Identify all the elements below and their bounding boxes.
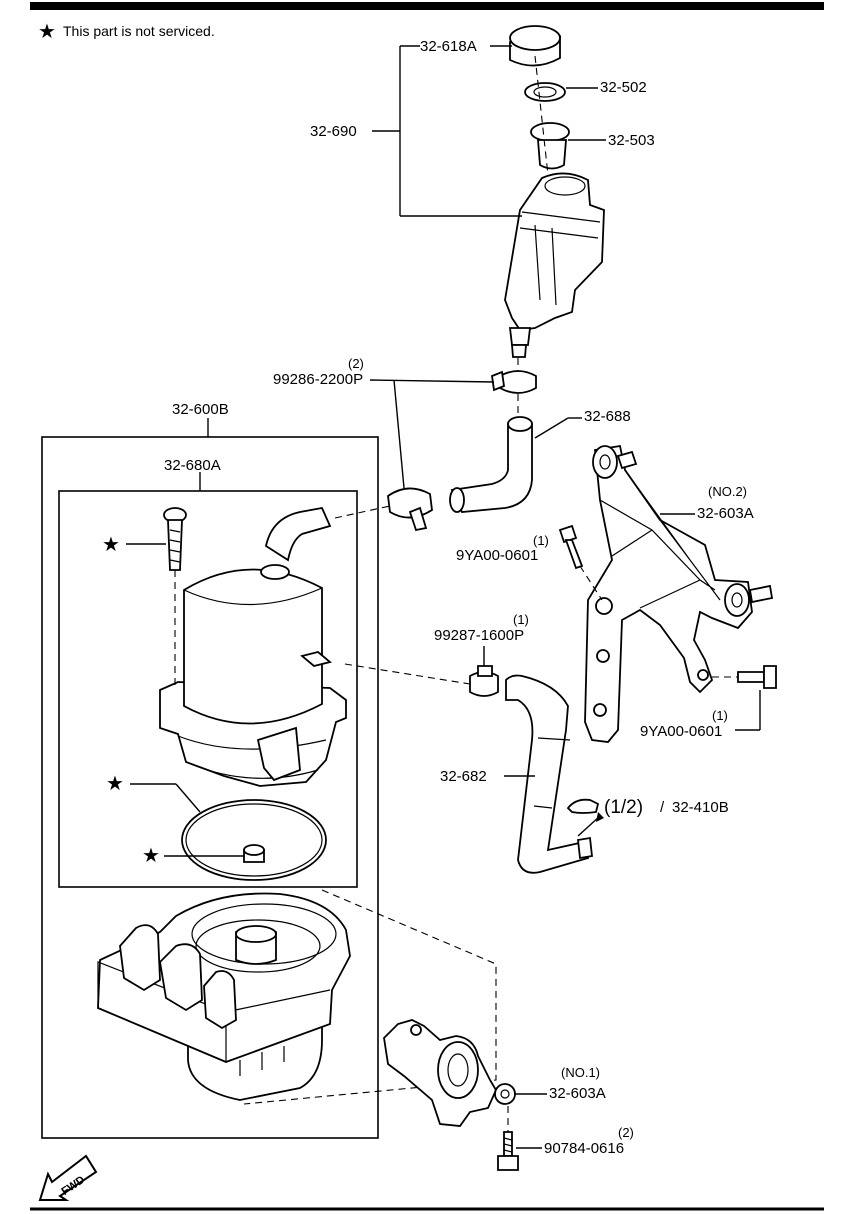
motor-screw[interactable] bbox=[163, 507, 187, 571]
outer-box-32-600B bbox=[41, 436, 379, 1139]
note-text: This part is not serviced. bbox=[63, 23, 215, 39]
callout-99286: 99286-2200P bbox=[273, 371, 363, 388]
callout-32-603A-upper: 32-603A bbox=[697, 505, 754, 522]
reference-arrow-icon bbox=[566, 798, 604, 837]
hose-clamp-upper[interactable] bbox=[491, 370, 537, 394]
callout-32-410B[interactable]: 32-410B bbox=[672, 799, 729, 816]
callout-ref-fraction[interactable]: (1/2) bbox=[604, 797, 643, 818]
callout-99287-qty: (1) bbox=[513, 612, 529, 627]
pump-to-clamp-axis bbox=[344, 663, 471, 685]
leader-99286-b bbox=[393, 379, 405, 489]
o-ring-inner bbox=[185, 803, 323, 877]
callout-90784: 90784-0616 bbox=[544, 1140, 624, 1157]
leader-32-688 bbox=[534, 417, 569, 439]
bolt-90784[interactable] bbox=[497, 1131, 519, 1171]
fwd-arrow-icon bbox=[38, 1154, 98, 1201]
hose-32-688-end bbox=[507, 416, 533, 432]
callout-9ya-lower-qty: (1) bbox=[712, 708, 728, 723]
star-o-ring: ★ bbox=[106, 773, 124, 795]
reservoir-axis bbox=[534, 55, 549, 176]
callout-9ya-upper-qty: (1) bbox=[533, 533, 549, 548]
callout-32-680A: 32-680A bbox=[164, 457, 221, 474]
note-star: ★ bbox=[38, 21, 56, 43]
inner-box-32-680A bbox=[58, 490, 358, 888]
callout-32-503: 32-503 bbox=[608, 132, 655, 149]
top-border bbox=[30, 2, 824, 10]
callout-32-600B: 32-600B bbox=[172, 401, 229, 418]
callout-ref-separator: / bbox=[660, 799, 665, 816]
callout-9ya-upper: 9YA00-0601 bbox=[456, 547, 538, 564]
bolt-9ya-upper[interactable] bbox=[558, 524, 584, 570]
leader-99286-a bbox=[369, 379, 495, 383]
bracket-no1[interactable] bbox=[383, 1019, 516, 1127]
reservoir-filter[interactable] bbox=[530, 122, 570, 170]
hose-to-pump-axis bbox=[334, 505, 391, 519]
reservoir-tank[interactable] bbox=[504, 172, 605, 358]
callout-9ya-lower: 9YA00-0601 bbox=[640, 723, 722, 740]
callout-32-618A: 32-618A bbox=[420, 38, 477, 55]
star-screw: ★ bbox=[102, 534, 120, 556]
callout-32-603A-lower: 32-603A bbox=[549, 1085, 606, 1102]
hose-32-682[interactable] bbox=[505, 674, 593, 874]
callout-no2: (NO.2) bbox=[708, 484, 747, 499]
bolt-9ya-lower[interactable] bbox=[737, 665, 777, 689]
leader-star-o-ring-b bbox=[175, 783, 201, 813]
o-ring[interactable] bbox=[181, 799, 327, 881]
callout-90784-qty: (2) bbox=[618, 1125, 634, 1140]
pump-body-ecu[interactable] bbox=[97, 892, 351, 1101]
star-small-seal: ★ bbox=[142, 845, 160, 867]
cap-gasket[interactable] bbox=[524, 82, 566, 102]
pump-motor[interactable] bbox=[159, 506, 347, 787]
callout-99286-qty: (2) bbox=[348, 356, 364, 371]
bolt-upper-axis bbox=[579, 565, 603, 601]
hose-clamp-lower[interactable] bbox=[387, 487, 433, 532]
reservoir-cap[interactable] bbox=[509, 25, 561, 67]
callout-32-688: 32-688 bbox=[584, 408, 631, 425]
bracket-no2[interactable] bbox=[584, 444, 774, 743]
callout-32-502: 32-502 bbox=[600, 79, 647, 96]
hose-clamp-99287[interactable] bbox=[469, 665, 499, 697]
hose-32-688-inlet bbox=[449, 487, 465, 513]
small-seal[interactable] bbox=[243, 844, 265, 863]
callout-no1: (NO.1) bbox=[561, 1065, 600, 1080]
callout-32-682: 32-682 bbox=[440, 768, 487, 785]
callout-32-690: 32-690 bbox=[310, 123, 357, 140]
callout-99287: 99287-1600P bbox=[434, 627, 524, 644]
